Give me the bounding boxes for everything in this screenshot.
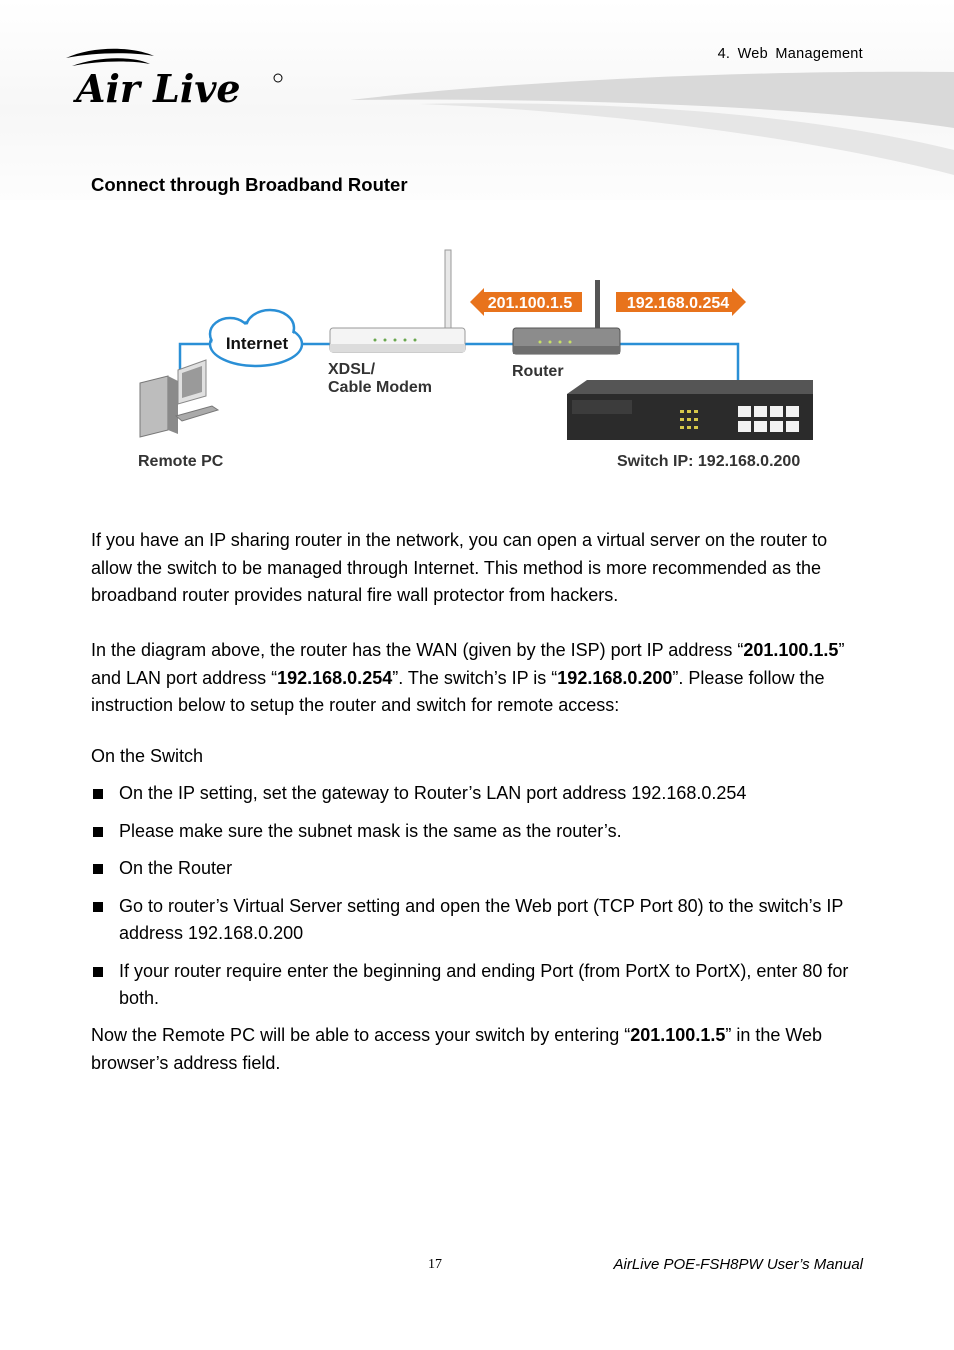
modem-icon: [329, 249, 466, 353]
instruction-list: On the IP setting, set the gateway to Ro…: [91, 780, 871, 1023]
airlive-logo: Air Live: [66, 48, 283, 108]
list-item-text: Please make sure the subnet mask is the …: [119, 820, 622, 841]
internet-cloud-icon: [208, 308, 304, 368]
chapter-heading: 4. Web Management: [717, 46, 863, 62]
p2-lan-ip: 192.168.0.254: [277, 667, 393, 688]
remote-pc-label: Remote PC: [138, 453, 224, 470]
cloud-label: Internet: [226, 334, 289, 353]
wan-ip-tag: 201.100.1.5: [488, 295, 573, 312]
switch-label: Switch IP: 192.168.0.200: [617, 453, 800, 470]
router-icon: [512, 280, 621, 355]
header-swoosh: [350, 71, 954, 175]
list-item: On the IP setting, set the gateway to Ro…: [91, 780, 871, 808]
bullet-square-icon: [93, 789, 103, 799]
p2-text-d: ”. Please follow the instruction below t…: [91, 667, 825, 716]
lan-ip-tag: 192.168.0.254: [627, 295, 729, 312]
page-number: 17: [428, 1257, 442, 1272]
bullet-square-icon: [93, 966, 103, 977]
list-item-text: If your router require enter the beginni…: [119, 960, 849, 1009]
list-item-text: On the IP setting, set the gateway to Ro…: [119, 783, 747, 803]
p2-text-b: ” and LAN port address “: [91, 640, 845, 688]
router-label: Router: [512, 363, 564, 380]
switch-icon: [567, 380, 813, 440]
bullet-square-icon: [93, 826, 103, 837]
section-title: Connect through Broadband Router: [91, 174, 408, 195]
p2-text-a: In the diagram above, the router has the…: [91, 640, 744, 660]
modem-label-line2: Cable Modem: [328, 379, 432, 396]
on-the-switch-heading: On the Switch: [91, 746, 204, 766]
paragraph-diagram-explanation: In the diagram above, the router has the…: [91, 637, 871, 720]
bullet-square-icon: [93, 864, 103, 874]
manual-title: AirLive POE-FSH8PW User’s Manual: [613, 1256, 863, 1273]
remote-pc-icon: [139, 359, 220, 438]
p2-switch-ip: 192.168.0.200: [557, 667, 673, 688]
paragraph-intro: If you have an IP sharing router in the …: [91, 530, 828, 605]
list-item-text: Go to router’s Virtual Server setting an…: [119, 895, 844, 944]
p2-text-c: ”. The switch’s IP is “: [392, 667, 558, 688]
list-item: On the Router: [91, 855, 871, 883]
modem-label-line1: XDSL/: [328, 361, 376, 378]
final-text-b: ” in the Web browser’s address field.: [91, 1025, 823, 1073]
list-item: Please make sure the subnet mask is the …: [91, 818, 871, 846]
wan-ip-arrow: [470, 288, 582, 316]
list-item: If your router require enter the beginni…: [91, 958, 871, 1013]
paragraph-conclusion: Now the Remote PC will be able to access…: [91, 1022, 871, 1077]
final-wan-ip: 201.100.1.5: [630, 1025, 726, 1045]
final-text-a: Now the Remote PC will be able to access…: [91, 1025, 631, 1045]
list-item-text: On the Router: [119, 858, 233, 878]
bullet-square-icon: [93, 901, 103, 912]
network-diagram: Internet Remote PC XDSL/ Cable Modem Rou…: [138, 249, 813, 470]
lan-ip-arrow: [616, 288, 746, 316]
p2-wan-ip: 201.100.1.5: [743, 640, 839, 660]
list-item: Go to router’s Virtual Server setting an…: [91, 893, 871, 948]
svg-text:Air Live: Air Live: [73, 66, 241, 108]
